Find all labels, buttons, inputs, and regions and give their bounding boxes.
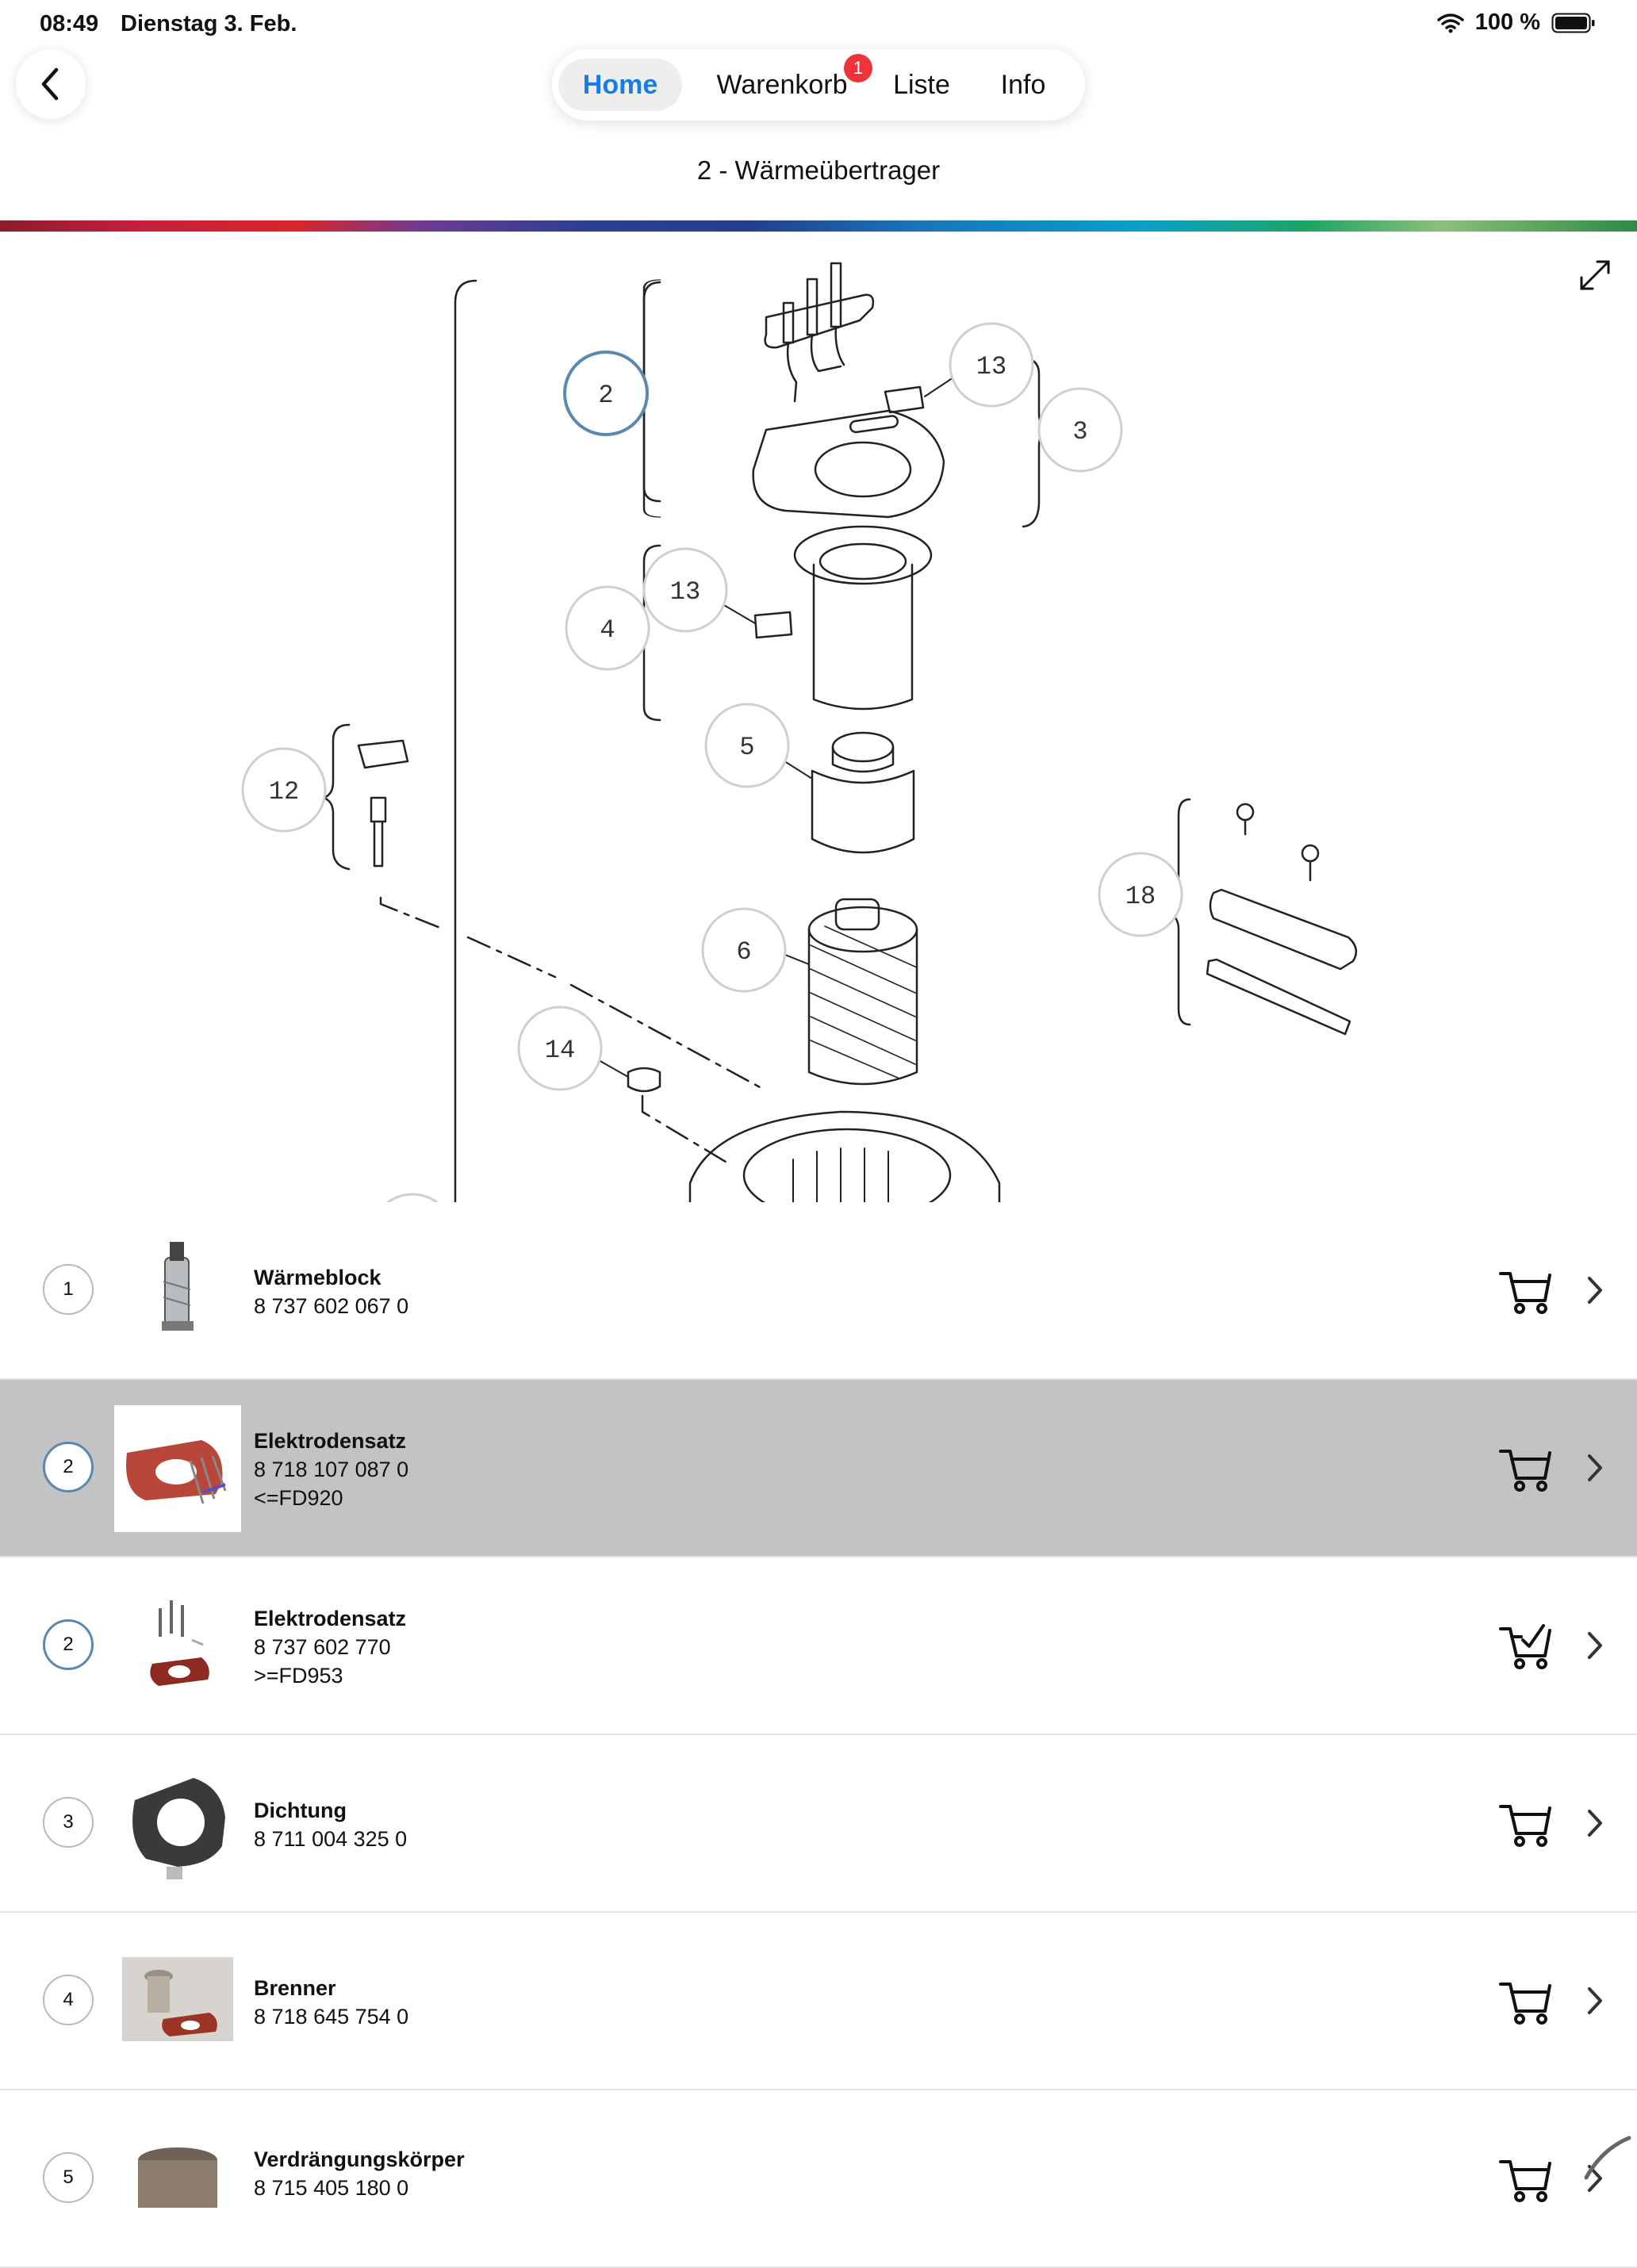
part-number-badge: 4 bbox=[43, 1975, 94, 2025]
callout-6-label: 6 bbox=[736, 937, 751, 967]
callout-6[interactable]: 6 bbox=[701, 907, 787, 993]
cart-icon[interactable] bbox=[1497, 1443, 1556, 1492]
part-number-badge: 1 bbox=[43, 1264, 94, 1315]
cart-icon[interactable] bbox=[1497, 2154, 1556, 2203]
callout-13-mid[interactable]: 13 bbox=[642, 547, 728, 633]
part-name: Brenner bbox=[254, 1976, 336, 2000]
callout-13-top-label: 13 bbox=[976, 352, 1006, 381]
brand-stripe bbox=[0, 220, 1637, 232]
callout-2[interactable]: 2 bbox=[563, 351, 649, 436]
callout-2-label: 2 bbox=[598, 381, 613, 410]
part-number: 8 711 004 325 0 bbox=[254, 1827, 408, 1851]
part-number: 8 718 645 754 0 bbox=[254, 2005, 409, 2029]
callout-13-mid-label: 13 bbox=[670, 577, 700, 607]
part-number: 8 737 602 770 bbox=[254, 1635, 391, 1659]
part-name: Wärmeblock bbox=[254, 1266, 381, 1289]
callout-4[interactable]: 4 bbox=[565, 585, 650, 671]
cart-check-icon[interactable] bbox=[1497, 1621, 1556, 1670]
part-number-badge: 3 bbox=[43, 1797, 94, 1848]
part-row[interactable]: 1 Wärmeblock 8 737 602 067 0 bbox=[0, 1202, 1637, 1380]
chevron-right-icon[interactable] bbox=[1578, 1803, 1610, 1843]
tab-home[interactable]: Home bbox=[558, 59, 682, 111]
status-date: Dienstag 3. Feb. bbox=[121, 11, 297, 36]
cart-badge: 1 bbox=[844, 54, 872, 82]
exploded-diagram[interactable]: 2 13 3 4 13 5 12 6 bbox=[0, 232, 1637, 1202]
part-thumbnail-waermeblock bbox=[162, 1242, 194, 1331]
part-number-badge: 5 bbox=[43, 2152, 94, 2203]
part-serial-range: <=FD920 bbox=[254, 1486, 343, 1510]
callout-5-label: 5 bbox=[739, 733, 754, 762]
part-thumbnail-verdraengungskoerper bbox=[138, 2147, 217, 2208]
chevron-right-icon[interactable] bbox=[1578, 1626, 1610, 1665]
cart-icon[interactable] bbox=[1497, 1799, 1556, 1848]
part-thumbnail-elektrodensatz bbox=[150, 1600, 209, 1686]
chevron-right-icon[interactable] bbox=[1578, 1981, 1610, 2021]
part-thumbnail-brenner bbox=[122, 1957, 233, 2041]
page-title: 2 - Wärmeübertrager bbox=[696, 155, 941, 185]
back-button[interactable] bbox=[16, 49, 86, 119]
callout-partial bbox=[385, 1193, 439, 1202]
wifi-icon bbox=[1437, 13, 1464, 33]
callout-18[interactable]: 18 bbox=[1098, 852, 1183, 937]
battery-percent: 100 % bbox=[1474, 10, 1540, 35]
parts-list: 1 Wärmeblock 8 737 602 067 0 2 Elektrode… bbox=[0, 1202, 1637, 2268]
diagram-callouts: 2 13 3 4 13 5 12 6 bbox=[241, 322, 1183, 1202]
part-number: 8 715 405 180 0 bbox=[254, 2176, 409, 2200]
callout-3[interactable]: 3 bbox=[1037, 387, 1123, 473]
part-row[interactable]: 5 Verdrängungskörper 8 715 405 180 0 bbox=[0, 2090, 1637, 2268]
tab-bar: Home Warenkorb 1 Liste Info bbox=[552, 49, 1085, 121]
callout-14[interactable]: 14 bbox=[517, 1006, 603, 1091]
expand-icon[interactable] bbox=[1575, 255, 1615, 295]
chevron-right-icon[interactable] bbox=[1578, 1448, 1610, 1488]
chevron-right-icon[interactable] bbox=[1578, 1270, 1610, 1310]
part-number: 8 737 602 067 0 bbox=[254, 1294, 409, 1318]
part-number-badge: 2 bbox=[43, 1619, 94, 1670]
scroll-indicator-icon bbox=[1584, 2136, 1631, 2180]
part-number-badge: 2 bbox=[43, 1442, 94, 1492]
part-thumbnail-elektrodensatz bbox=[114, 1405, 241, 1532]
callout-13-top[interactable]: 13 bbox=[949, 322, 1034, 408]
callout-3-label: 3 bbox=[1072, 417, 1087, 446]
part-name: Elektrodensatz bbox=[254, 1607, 407, 1630]
part-row[interactable]: 3 Dichtung 8 711 004 325 0 bbox=[0, 1735, 1637, 1913]
callout-12-label: 12 bbox=[269, 777, 299, 806]
status-right: 100 % bbox=[1437, 10, 1596, 36]
part-name: Dichtung bbox=[254, 1799, 347, 1822]
part-row-selected[interactable]: 2 Elektrodensatz 8 718 107 087 0 <=FD920 bbox=[0, 1380, 1637, 1557]
callout-4-label: 4 bbox=[600, 615, 615, 645]
part-row[interactable]: 4 Brenner 8 718 645 754 0 bbox=[0, 1913, 1637, 2090]
callout-14-label: 14 bbox=[545, 1036, 575, 1065]
part-thumbnail-dichtung bbox=[132, 1778, 225, 1879]
status-bar: 08:49 Dienstag 3. Feb. 100 % bbox=[0, 0, 1637, 51]
callout-18-label: 18 bbox=[1125, 882, 1156, 911]
part-number: 8 718 107 087 0 bbox=[254, 1458, 409, 1481]
tab-warenkorb[interactable]: Warenkorb bbox=[716, 70, 848, 100]
callout-5[interactable]: 5 bbox=[704, 703, 790, 788]
cart-icon[interactable] bbox=[1497, 1266, 1556, 1315]
part-row[interactable]: 2 Elektrodensatz 8 737 602 770 >=FD953 bbox=[0, 1557, 1637, 1735]
part-serial-range: >=FD953 bbox=[254, 1664, 343, 1688]
chevron-left-icon bbox=[41, 67, 59, 101]
status-time: 08:49 bbox=[40, 11, 99, 36]
callout-12[interactable]: 12 bbox=[241, 747, 327, 833]
part-name: Elektrodensatz bbox=[254, 1429, 407, 1453]
part-name: Verdrängungskörper bbox=[254, 2147, 465, 2171]
cart-icon[interactable] bbox=[1497, 1976, 1556, 2025]
battery-icon bbox=[1551, 13, 1595, 33]
tab-liste[interactable]: Liste bbox=[893, 70, 950, 100]
tab-info[interactable]: Info bbox=[1000, 70, 1046, 100]
